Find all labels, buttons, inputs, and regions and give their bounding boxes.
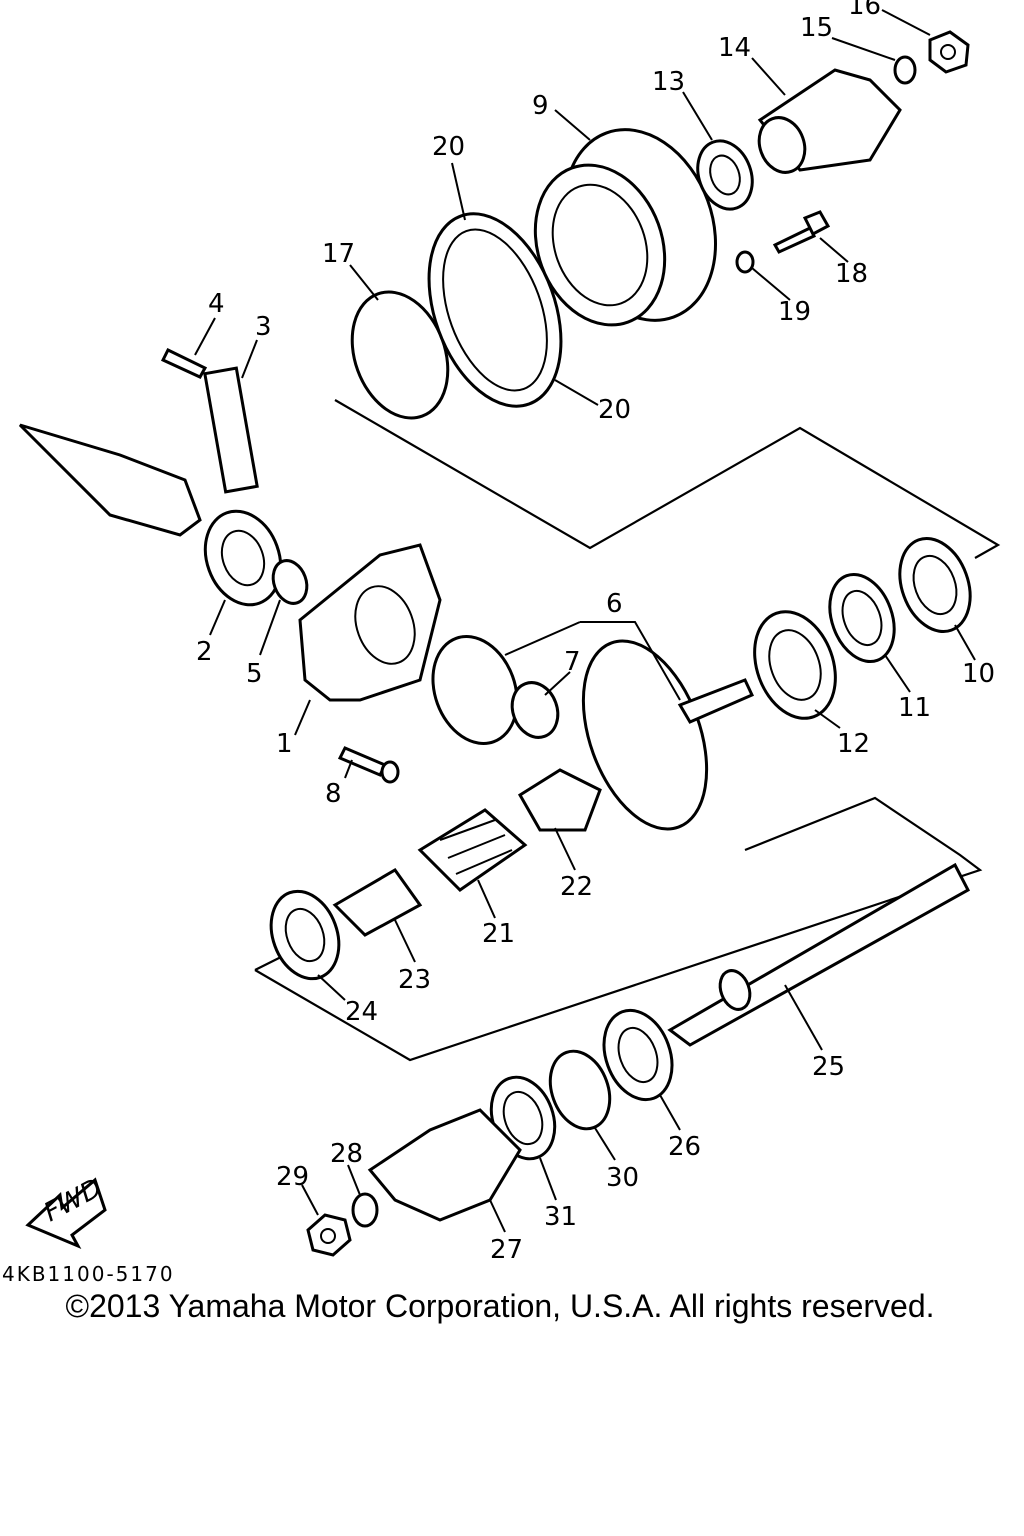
callout-19: 19 xyxy=(778,297,811,327)
part-29-nut xyxy=(306,1213,352,1257)
callout-20-top: 20 xyxy=(432,132,465,162)
part-13-seal xyxy=(696,139,754,211)
callout-24: 24 xyxy=(345,997,378,1027)
input-shaft xyxy=(18,423,202,537)
callout-6: 6 xyxy=(606,589,623,619)
callout-10: 10 xyxy=(962,659,995,689)
part-22-collar xyxy=(517,768,602,832)
part-10-bearing-inner xyxy=(912,554,958,616)
part-26-bearing xyxy=(602,1008,674,1102)
callout-20-bottom: 20 xyxy=(598,395,631,425)
part-28-washer xyxy=(351,1192,379,1228)
part-2-bearing-inner xyxy=(220,529,266,587)
parts-diagram: FWD 1 2 3 xyxy=(18,0,1001,1265)
part-9-housing xyxy=(533,163,667,327)
callout-26: 26 xyxy=(668,1132,701,1162)
part-9-housing-bore xyxy=(551,183,649,307)
callout-5: 5 xyxy=(246,659,263,689)
part-8-bolt xyxy=(337,746,388,777)
part-21-coil-c xyxy=(455,849,513,875)
callout-14: 14 xyxy=(718,33,751,63)
part-11-ring-nut-inner xyxy=(841,589,883,647)
part-5-oring xyxy=(271,559,309,605)
callout-8: 8 xyxy=(325,779,342,809)
callout-13: 13 xyxy=(652,67,685,97)
part-1-case-bore xyxy=(354,585,416,665)
lower-group-frame xyxy=(254,796,983,1062)
callout-22: 22 xyxy=(560,872,593,902)
part-31-seal-inner xyxy=(502,1090,544,1146)
part-21-coil-b xyxy=(447,834,506,859)
part-24-bearing-inner xyxy=(284,907,326,963)
part-6-gear-shaft xyxy=(677,678,755,724)
part-20-shim-inner xyxy=(442,228,548,392)
part-29-nut-hole xyxy=(320,1228,336,1244)
callout-4: 4 xyxy=(208,289,225,319)
part-16-nut xyxy=(928,30,970,74)
part-25-shaft-collar xyxy=(718,969,752,1011)
part-25-drive-shaft xyxy=(667,862,971,1047)
callout-23: 23 xyxy=(398,965,431,995)
callout-21: 21 xyxy=(482,919,515,949)
callout-7: 7 xyxy=(564,647,581,677)
fwd-arrow-icon: FWD xyxy=(25,1173,107,1250)
part-21-coil-a xyxy=(439,819,496,841)
part-15-washer xyxy=(893,55,917,85)
part-19-washer xyxy=(735,250,755,274)
part-30-ring-nut xyxy=(548,1049,612,1131)
part-26-bearing-inner xyxy=(617,1026,659,1084)
callout-12: 12 xyxy=(837,729,870,759)
part-21-spring xyxy=(417,808,528,892)
callout-2: 2 xyxy=(196,637,213,667)
part-18-bolt-head xyxy=(802,210,831,237)
part-2-bearing xyxy=(203,509,283,607)
callout-3: 3 xyxy=(255,312,272,342)
copyright-notice: ©2013 Yamaha Motor Corporation, U.S.A. A… xyxy=(65,1288,935,1324)
leader-lines xyxy=(194,9,976,1233)
part-3-plate xyxy=(203,366,259,494)
callout-25: 25 xyxy=(812,1052,845,1082)
part-23-sleeve xyxy=(332,868,423,937)
diagram-code: 4KB1100-5170 xyxy=(2,1262,175,1286)
part-10-bearing xyxy=(898,537,972,633)
part-24-bearing xyxy=(269,889,341,981)
part-20-shim xyxy=(427,212,563,408)
callout-31: 31 xyxy=(544,1202,577,1232)
callout-9: 9 xyxy=(532,91,549,121)
callout-1: 1 xyxy=(276,729,293,759)
part-7-nut xyxy=(510,681,560,739)
callout-15: 15 xyxy=(800,13,833,43)
part-4-screw xyxy=(160,348,208,379)
part-14-yoke-spline xyxy=(757,116,807,174)
callout-30: 30 xyxy=(606,1163,639,1193)
part-12-bearing-inner xyxy=(768,629,822,701)
part-8-bolt-head xyxy=(380,760,400,784)
part-16-nut-hole xyxy=(940,44,956,60)
part-27-yoke xyxy=(367,1108,522,1222)
part-6-pinion-gear xyxy=(431,635,519,745)
callout-29: 29 xyxy=(276,1162,309,1192)
part-18-bolt xyxy=(772,226,817,254)
callout-18: 18 xyxy=(835,259,868,289)
part-13-seal-inner xyxy=(709,154,741,196)
callout-16: 16 xyxy=(848,0,881,21)
callout-28: 28 xyxy=(330,1139,363,1169)
upper-group-frame xyxy=(334,399,1001,559)
callout-17: 17 xyxy=(322,239,355,269)
part-1-case xyxy=(298,543,442,702)
callout-27: 27 xyxy=(490,1235,523,1265)
callout-11: 11 xyxy=(898,693,931,723)
